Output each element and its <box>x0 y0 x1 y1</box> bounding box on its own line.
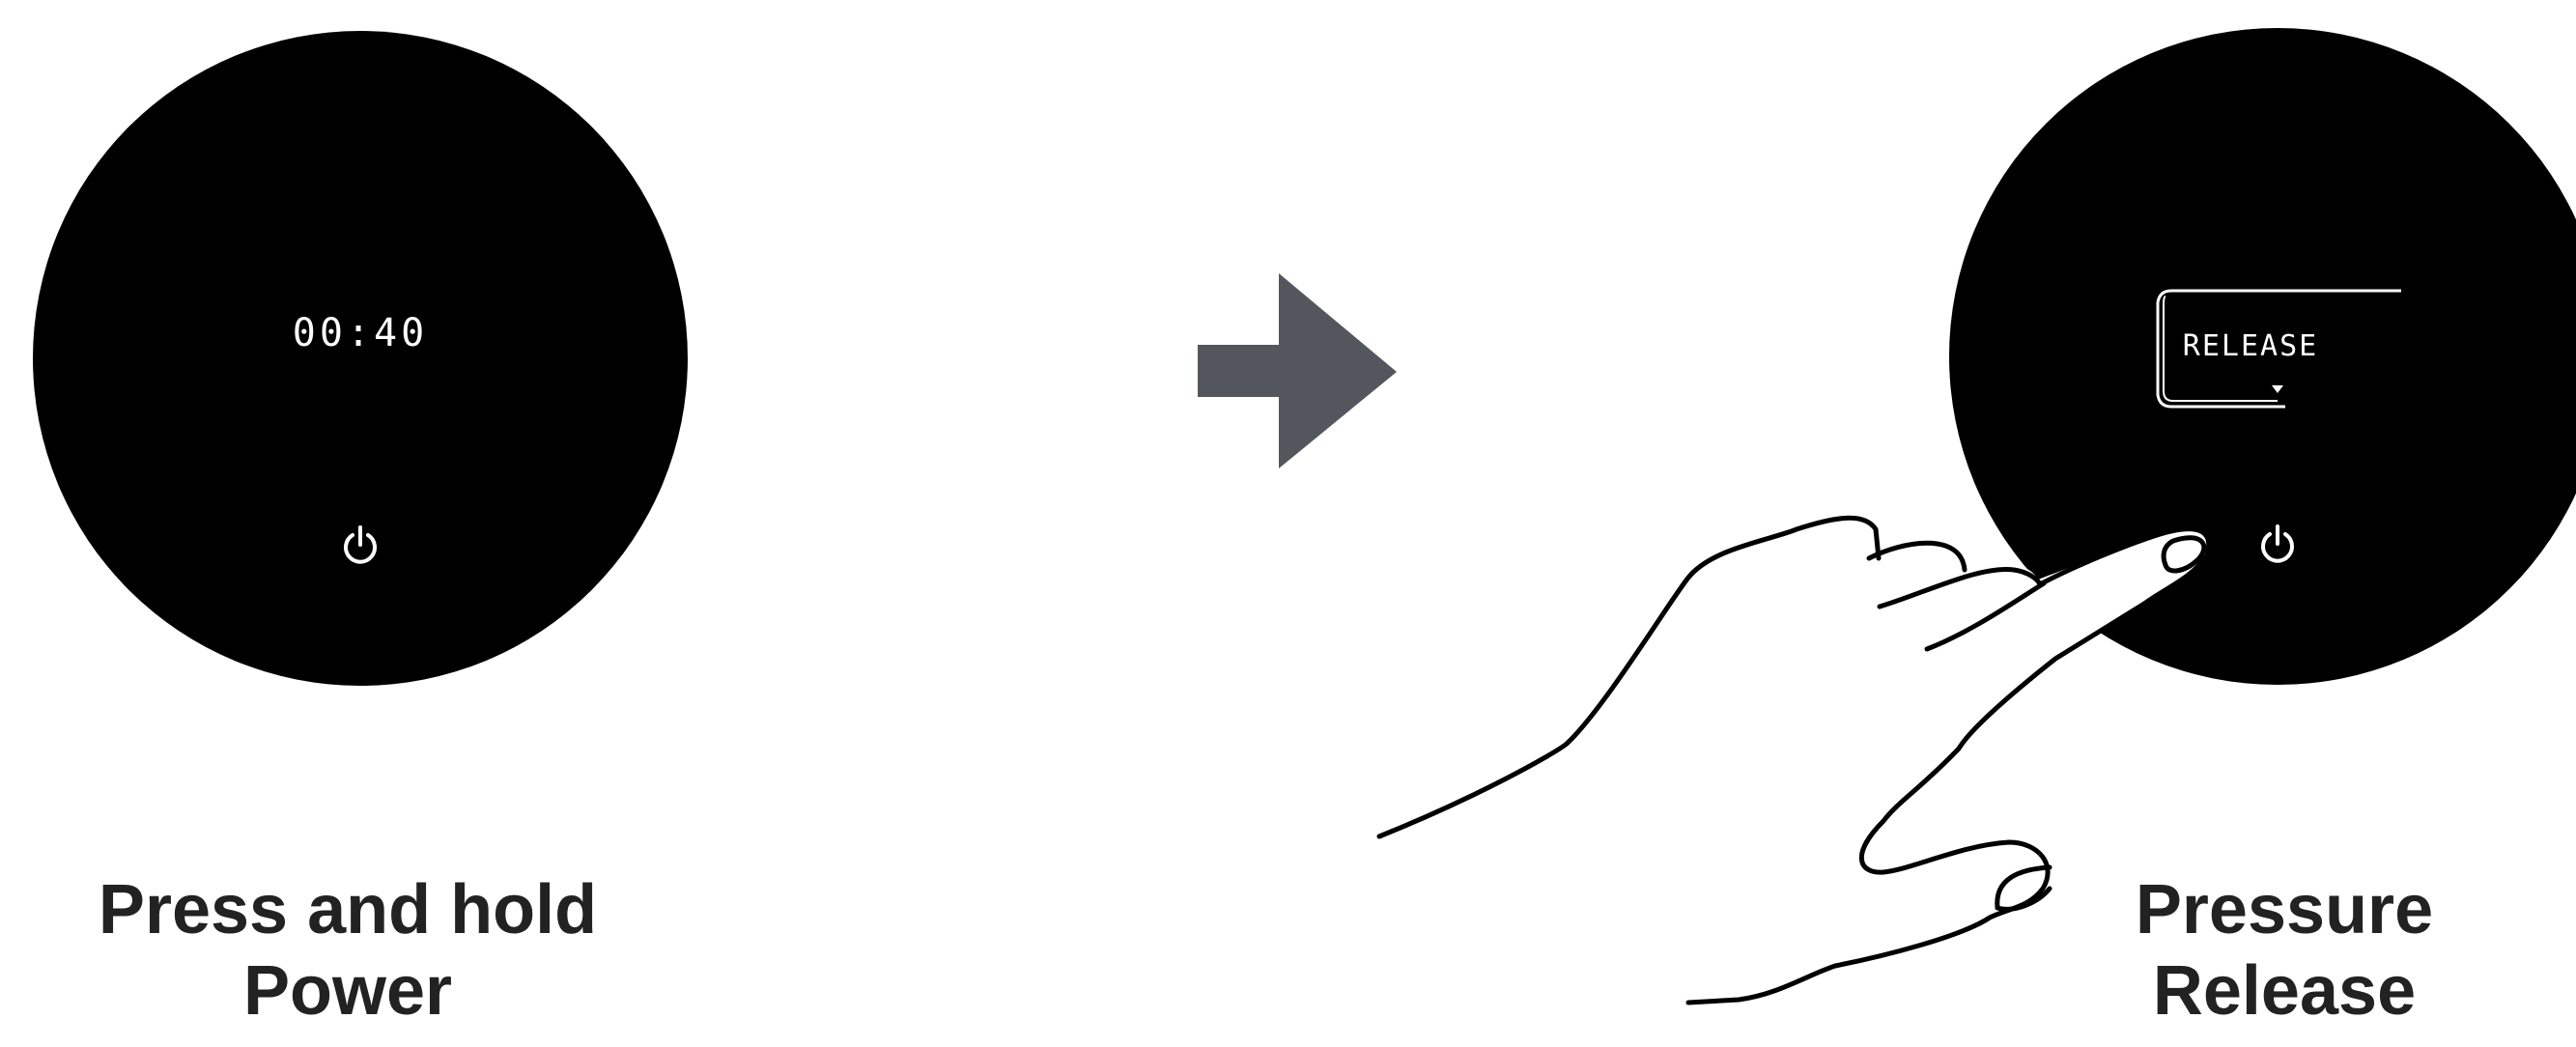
release-status-box: RELEASE <box>2152 287 2403 412</box>
caption-line: Release <box>2057 950 2511 1032</box>
control-panel-dial: RELEASE <box>1949 28 2576 685</box>
control-panel-dial: 00:40 <box>33 31 688 686</box>
step-caption: Pressure Release <box>2057 869 2511 1032</box>
caption-line: Pressure <box>2057 869 2511 950</box>
right-arrow-icon <box>1198 273 1397 468</box>
step-caption: Press and hold Power <box>39 869 657 1032</box>
caption-line: Press and hold <box>39 869 657 950</box>
power-icon[interactable] <box>2256 523 2299 565</box>
release-status-text: RELEASE <box>2173 329 2328 363</box>
caption-line: Power <box>39 950 657 1032</box>
timer-display: 00:40 <box>33 311 688 355</box>
power-icon[interactable] <box>339 524 382 566</box>
